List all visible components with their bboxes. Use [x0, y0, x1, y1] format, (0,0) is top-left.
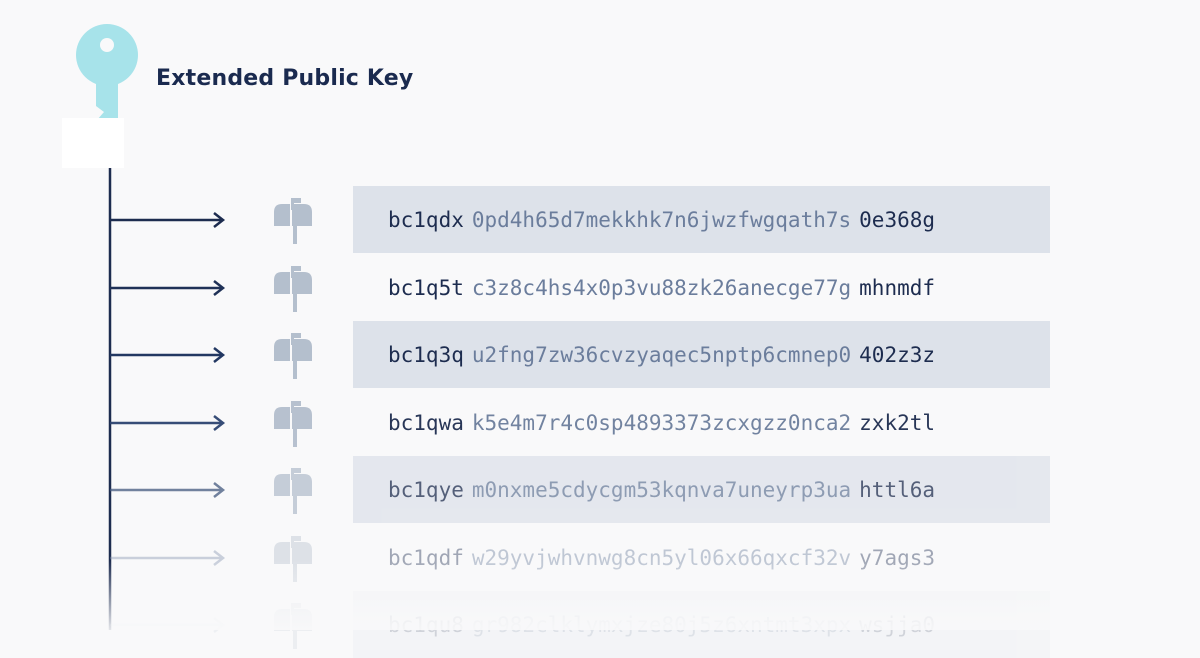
bitcoin-address: bc1qwa k5e4m7r4c0sp4893373zcxgzz0nca2 zxk2… [388, 409, 935, 437]
key-tag [62, 118, 124, 168]
address-row: bc1qwa k5e4m7r4c0sp4893373zcxgzz0nca2 zxk2… [0, 389, 1200, 456]
bitcoin-address: bc1q3q u2fng7zw36cvzyaqec5nptp6cmnep0 402z… [388, 341, 935, 369]
row-band [353, 186, 1050, 253]
mailbox-icon [274, 400, 312, 447]
mailbox-icon [274, 198, 312, 244]
address-row: bc1qye m0nxme5cdycgm53kqnva7uneyrp3ua httl… [0, 456, 1200, 523]
address-middle: 0pd4h65d7mekkhk7n6jwzfwgqath7s [471, 208, 852, 232]
row-band [353, 456, 1050, 523]
fade-overlay [0, 560, 1200, 630]
branch-arrow-icon [110, 414, 226, 431]
address-middle: k5e4m7r4c0sp4893373zcxgzz0nca2 [471, 410, 852, 435]
bitcoin-address: bc1qdx 0pd4h65d7mekkhk7n6jwzfwgqath7s 0e36… [388, 206, 935, 234]
bitcoin-address: bc1q5t c3z8c4hs4x0p3vu88zk26anecge77g mhnm… [388, 274, 935, 302]
mailbox-icon [274, 333, 312, 379]
address-middle: u2fng7zw36cvzyaqec5nptp6cmnep0 [471, 343, 852, 367]
hd-wallet-diagram: Extended Public Key bc1qdx 0pd4h65d7mekkh… [0, 24, 1200, 649]
address-prefix: bc1qye [388, 478, 464, 502]
address-middle: c3z8c4hs4x0p3vu88zk26anecge77g [471, 275, 852, 300]
address-suffix: mhnmdf [859, 275, 936, 300]
row-band [353, 321, 1050, 388]
address-prefix: bc1qdx [388, 208, 464, 232]
branch-arrow-icon [110, 482, 226, 498]
branch-arrow-icon [110, 212, 226, 228]
branch-arrow-icon [110, 279, 226, 296]
address-prefix: bc1qwa [388, 410, 464, 435]
address-middle: m0nxme5cdycgm53kqnva7uneyrp3ua [471, 478, 852, 502]
page-title: Extended Public Key [156, 66, 414, 91]
address-prefix: bc1q3q [388, 343, 464, 367]
address-row: bc1q5t c3z8c4hs4x0p3vu88zk26anecge77g mhnm… [0, 254, 1200, 321]
address-suffix: 402z3z [859, 343, 936, 367]
address-prefix: bc1q5t [388, 275, 464, 300]
address-suffix: zxk2tl [859, 410, 936, 435]
tree-graphic [62, 24, 138, 630]
branch-arrow-icon [110, 347, 226, 363]
mailbox-icon [274, 265, 312, 312]
address-suffix: 0e368g [859, 208, 936, 232]
bitcoin-address: bc1qye m0nxme5cdycgm53kqnva7uneyrp3ua httl… [388, 476, 935, 504]
address-row: bc1qdx 0pd4h65d7mekkhk7n6jwzfwgqath7s 0e36… [0, 186, 1200, 253]
address-suffix: httl6a [859, 478, 936, 502]
mailbox-icon [274, 468, 312, 514]
address-row: bc1q3q u2fng7zw36cvzyaqec5nptp6cmnep0 402z… [0, 321, 1200, 388]
